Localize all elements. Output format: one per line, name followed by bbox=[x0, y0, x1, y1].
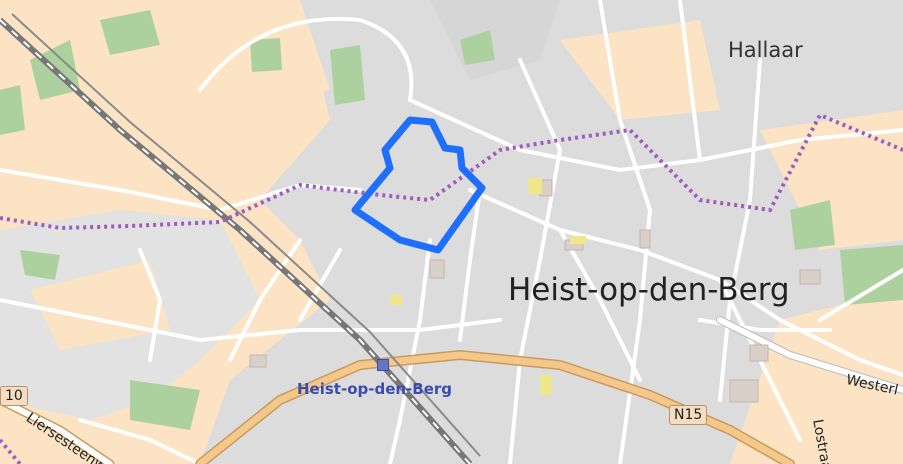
road-shield-n10: 10 bbox=[0, 386, 28, 406]
place-label-heist: Heist-op-den-Berg bbox=[508, 272, 790, 308]
forest-areas bbox=[0, 10, 903, 430]
admin-boundary bbox=[0, 112, 903, 464]
railway-line bbox=[0, 13, 481, 464]
building-footprints bbox=[249, 179, 821, 403]
field-patches bbox=[0, 0, 903, 350]
yellow-buildings bbox=[390, 178, 586, 395]
primary-road bbox=[0, 316, 903, 464]
highlighted-area-outline bbox=[351, 116, 486, 254]
station-label: Heist-op-den-Berg bbox=[297, 380, 453, 398]
place-label-hallaar: Hallaar bbox=[728, 38, 803, 62]
station-marker[interactable] bbox=[377, 359, 389, 371]
road-shield-n15: N15 bbox=[669, 405, 708, 425]
